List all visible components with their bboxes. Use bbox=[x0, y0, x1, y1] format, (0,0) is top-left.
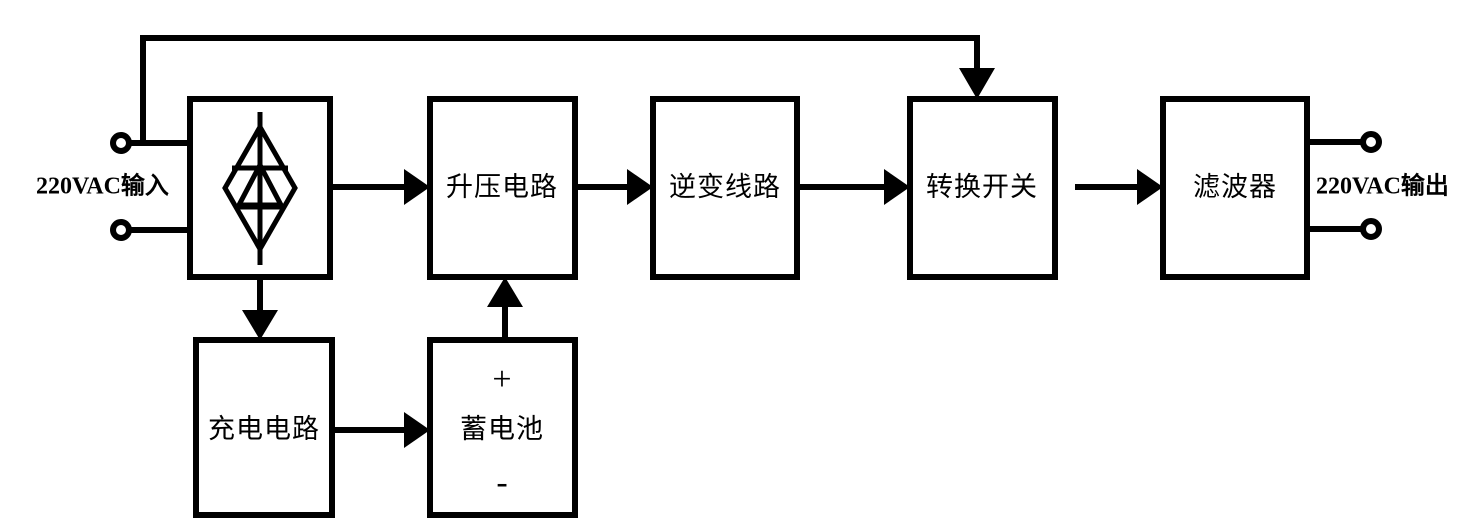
inverter-box bbox=[650, 96, 800, 280]
boost-label: 升压电路 bbox=[446, 172, 558, 202]
battery-label: 蓄电池 bbox=[460, 414, 544, 444]
connection-inverter-to-transfer-switch bbox=[797, 169, 910, 205]
inverter-label: 逆变线路 bbox=[669, 172, 781, 202]
battery-box bbox=[427, 337, 578, 518]
arrowhead-boost-inverter bbox=[627, 169, 653, 205]
battery-plus-sign: + bbox=[492, 361, 511, 398]
block-inverter: 逆变线路 bbox=[650, 96, 800, 280]
arrowhead-inverter-switch bbox=[884, 169, 910, 205]
arrowhead-charger-battery bbox=[404, 412, 430, 448]
battery-minus-sign: - bbox=[496, 464, 507, 501]
boost-box bbox=[427, 96, 578, 280]
output-terminal-top-icon bbox=[1360, 131, 1382, 153]
block-charger: 充电电路 bbox=[193, 337, 335, 518]
block-transfer-switch: 转换开关 bbox=[907, 96, 1058, 280]
output-port-label: 220VAC输出 bbox=[1316, 172, 1449, 200]
connection-rectifier-to-charger bbox=[242, 277, 278, 340]
bypass-wire bbox=[140, 35, 980, 146]
charger-box bbox=[193, 337, 335, 518]
connection-transfer-switch-to-filter bbox=[1075, 169, 1163, 205]
block-battery: + 蓄电池 - bbox=[427, 337, 578, 518]
connection-battery-to-boost bbox=[487, 277, 523, 340]
filter-box bbox=[1160, 96, 1310, 280]
output-terminal-bottom-icon bbox=[1360, 218, 1382, 240]
arrowhead-battery-boost bbox=[487, 277, 523, 307]
connection-bypass-input-to-transfer-switch bbox=[140, 35, 995, 146]
transfer-switch-box bbox=[907, 96, 1058, 280]
charger-label: 充电电路 bbox=[208, 414, 320, 444]
input-terminal-bottom-icon bbox=[110, 219, 132, 241]
input-port-label: 220VAC输入 bbox=[36, 172, 169, 200]
block-boost: 升压电路 bbox=[427, 96, 578, 280]
input-terminals-group bbox=[110, 132, 193, 241]
input-terminal-top-icon bbox=[110, 132, 132, 154]
connection-boost-to-inverter bbox=[575, 169, 653, 205]
output-terminals-group bbox=[1305, 131, 1382, 240]
filter-label: 滤波器 bbox=[1193, 172, 1277, 202]
connection-charger-to-battery bbox=[332, 412, 430, 448]
bridge-rectifier-icon bbox=[222, 112, 298, 265]
connection-rectifier-to-boost bbox=[330, 169, 430, 205]
arrowhead-switch-filter bbox=[1137, 169, 1163, 205]
bypass-arrowhead bbox=[959, 68, 995, 99]
block-filter: 滤波器 bbox=[1160, 96, 1310, 280]
block-rectifier bbox=[187, 96, 333, 280]
transfer-switch-label: 转换开关 bbox=[926, 172, 1038, 202]
arrowhead-rectifier-charger bbox=[242, 310, 278, 340]
arrowhead-rectifier-boost bbox=[404, 169, 430, 205]
